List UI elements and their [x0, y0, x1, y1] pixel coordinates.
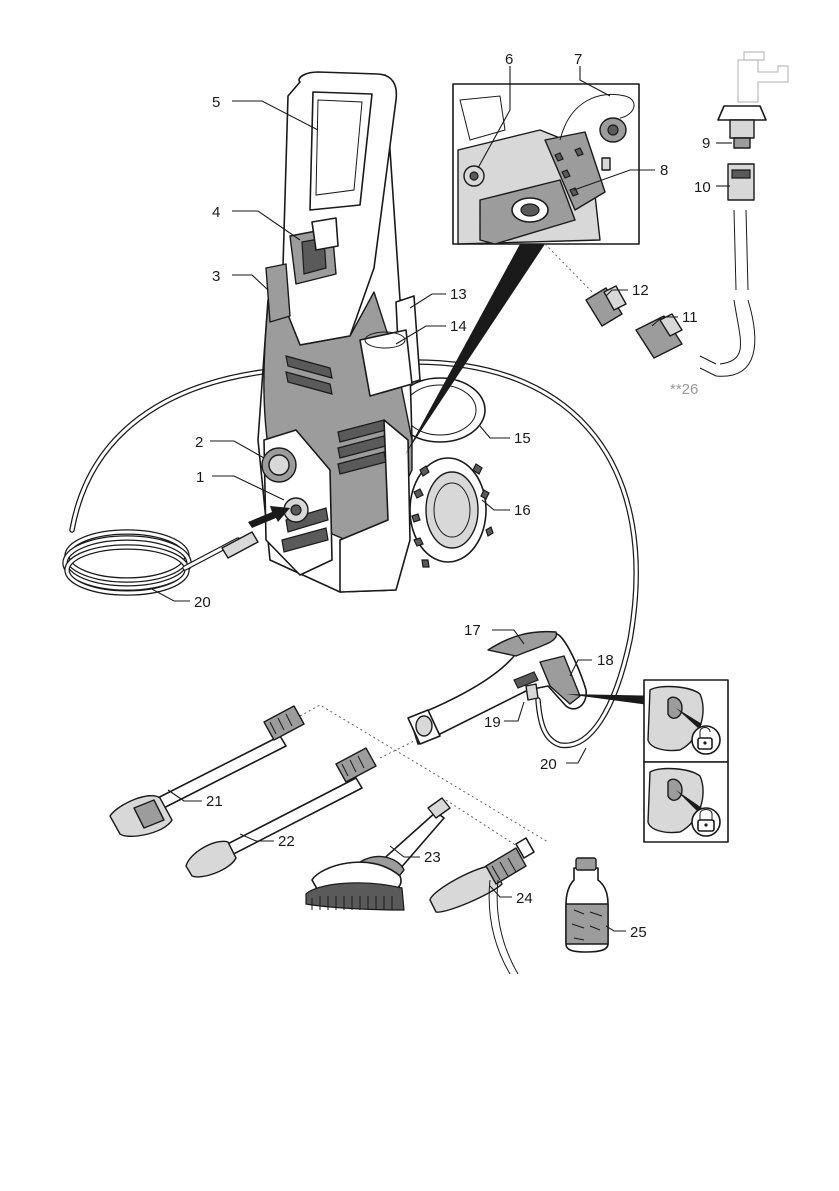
callout-17: 17 — [464, 622, 481, 639]
callout-7: 7 — [574, 51, 582, 68]
callout-3: 3 — [212, 268, 220, 285]
callout-12: 12 — [632, 282, 649, 299]
callout-26-optional: **26 — [670, 381, 698, 398]
callout-25: 25 — [630, 924, 647, 941]
callout-10: 10 — [694, 179, 711, 196]
callout-4: 4 — [212, 204, 220, 221]
callout-2: 2 — [195, 434, 203, 451]
callout-20-main: 20 — [194, 594, 211, 611]
callout-1: 1 — [196, 469, 204, 486]
callout-16: 16 — [514, 502, 531, 519]
callout-11: 11 — [682, 309, 698, 326]
callout-22: 22 — [278, 833, 295, 850]
vario-power-spray-lance — [110, 706, 304, 836]
callout-24: 24 — [516, 890, 533, 907]
wheel — [410, 458, 493, 567]
padlock-open-icon — [692, 726, 720, 754]
trigger-lock-detail — [566, 680, 728, 842]
callout-6: 6 — [505, 51, 513, 68]
callout-20-gun: 20 — [540, 756, 557, 773]
callout-13: 13 — [450, 286, 467, 303]
callout-5: 5 — [212, 94, 220, 111]
callout-8: 8 — [660, 162, 668, 179]
callout-19: 19 — [484, 714, 501, 731]
dirt-blaster-lance — [186, 748, 376, 877]
padlock-closed-icon — [692, 808, 720, 836]
callout-15: 15 — [514, 430, 531, 447]
tap-connection — [700, 52, 788, 376]
callout-23: 23 — [424, 849, 441, 866]
callout-9: 9 — [702, 135, 710, 152]
callout-21: 21 — [206, 793, 223, 810]
inlet-detail-zoom — [405, 84, 639, 455]
callout-18: 18 — [597, 652, 614, 669]
detergent-bottle — [566, 858, 608, 952]
callout-14: 14 — [450, 318, 467, 335]
